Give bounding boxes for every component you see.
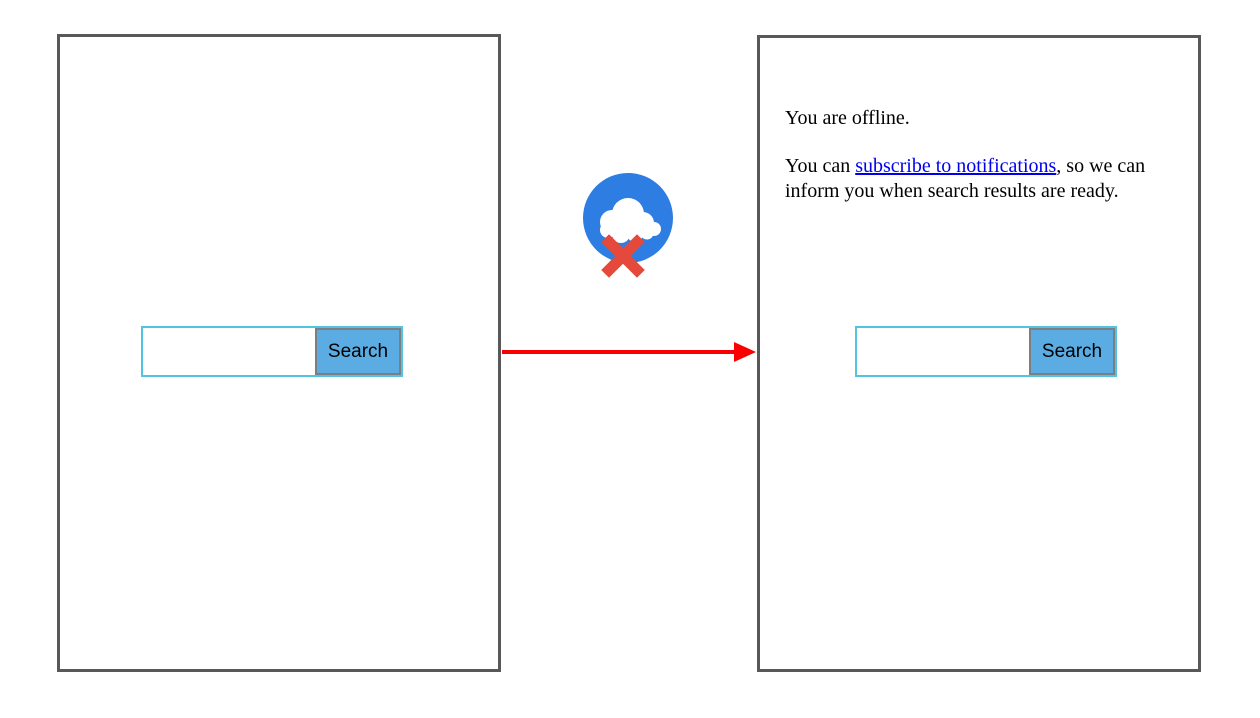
search-page-frame: Search [57, 34, 501, 672]
offline-status-text: You are offline. [785, 107, 910, 129]
search-button-left[interactable]: Search [315, 328, 401, 375]
offline-message: You are offline. You can subscribe to no… [785, 106, 1201, 227]
error-x-icon [601, 234, 645, 278]
cloud-glyph [600, 198, 661, 243]
flow-arrow-icon [502, 342, 756, 362]
search-form-left: Search [141, 326, 403, 377]
offline-cloud-icon [583, 173, 673, 278]
notify-text-before: You can [785, 155, 856, 177]
subscribe-notifications-link[interactable]: subscribe to notifications [855, 155, 1057, 177]
notify-text-after: , so we can inform you when search resul… [785, 155, 1146, 202]
search-input-right[interactable] [855, 326, 1117, 377]
search-button-right[interactable]: Search [1029, 328, 1115, 375]
notify-text: You can subscribe to notifications, so w… [785, 154, 1201, 204]
search-form-right: Search [855, 326, 1117, 377]
offline-page-frame: You are offline. You can subscribe to no… [757, 35, 1201, 672]
